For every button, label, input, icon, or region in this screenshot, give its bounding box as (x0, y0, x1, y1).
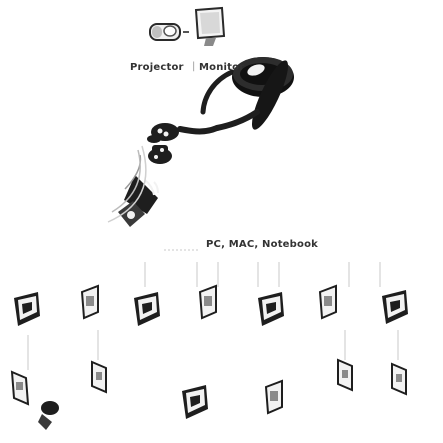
usb-dongle-icon (14, 292, 40, 326)
signal-waves-icon (107, 145, 147, 223)
usb-key-icon (80, 284, 99, 320)
projector-icon (149, 23, 189, 41)
usb-key-icon (318, 284, 337, 320)
usb-dongle-icon (134, 292, 160, 326)
monitor-icon (194, 6, 226, 46)
projector-label: Projector (130, 62, 184, 73)
vga-splitter-icon (147, 57, 294, 164)
usb-dongle-icon (258, 292, 284, 326)
dongle-small-icon (391, 362, 407, 396)
usb-dongle-icon (382, 290, 408, 324)
dongle-small-icon (91, 360, 107, 394)
label-separator: | (192, 61, 196, 72)
usb-key-icon (264, 379, 283, 415)
notebook-usb-left-icon (10, 370, 30, 406)
pc-mac-notebook-label: PC, MAC, Notebook (206, 239, 319, 250)
dongle-small-icon (337, 358, 353, 392)
monitor-label: Monitor (199, 62, 245, 73)
usb-dongle-icon (182, 385, 208, 419)
usb-key-icon (198, 284, 217, 320)
dongle-small-icon (38, 401, 59, 430)
row-1-guides (27, 330, 399, 370)
guide-lines (144, 262, 381, 287)
